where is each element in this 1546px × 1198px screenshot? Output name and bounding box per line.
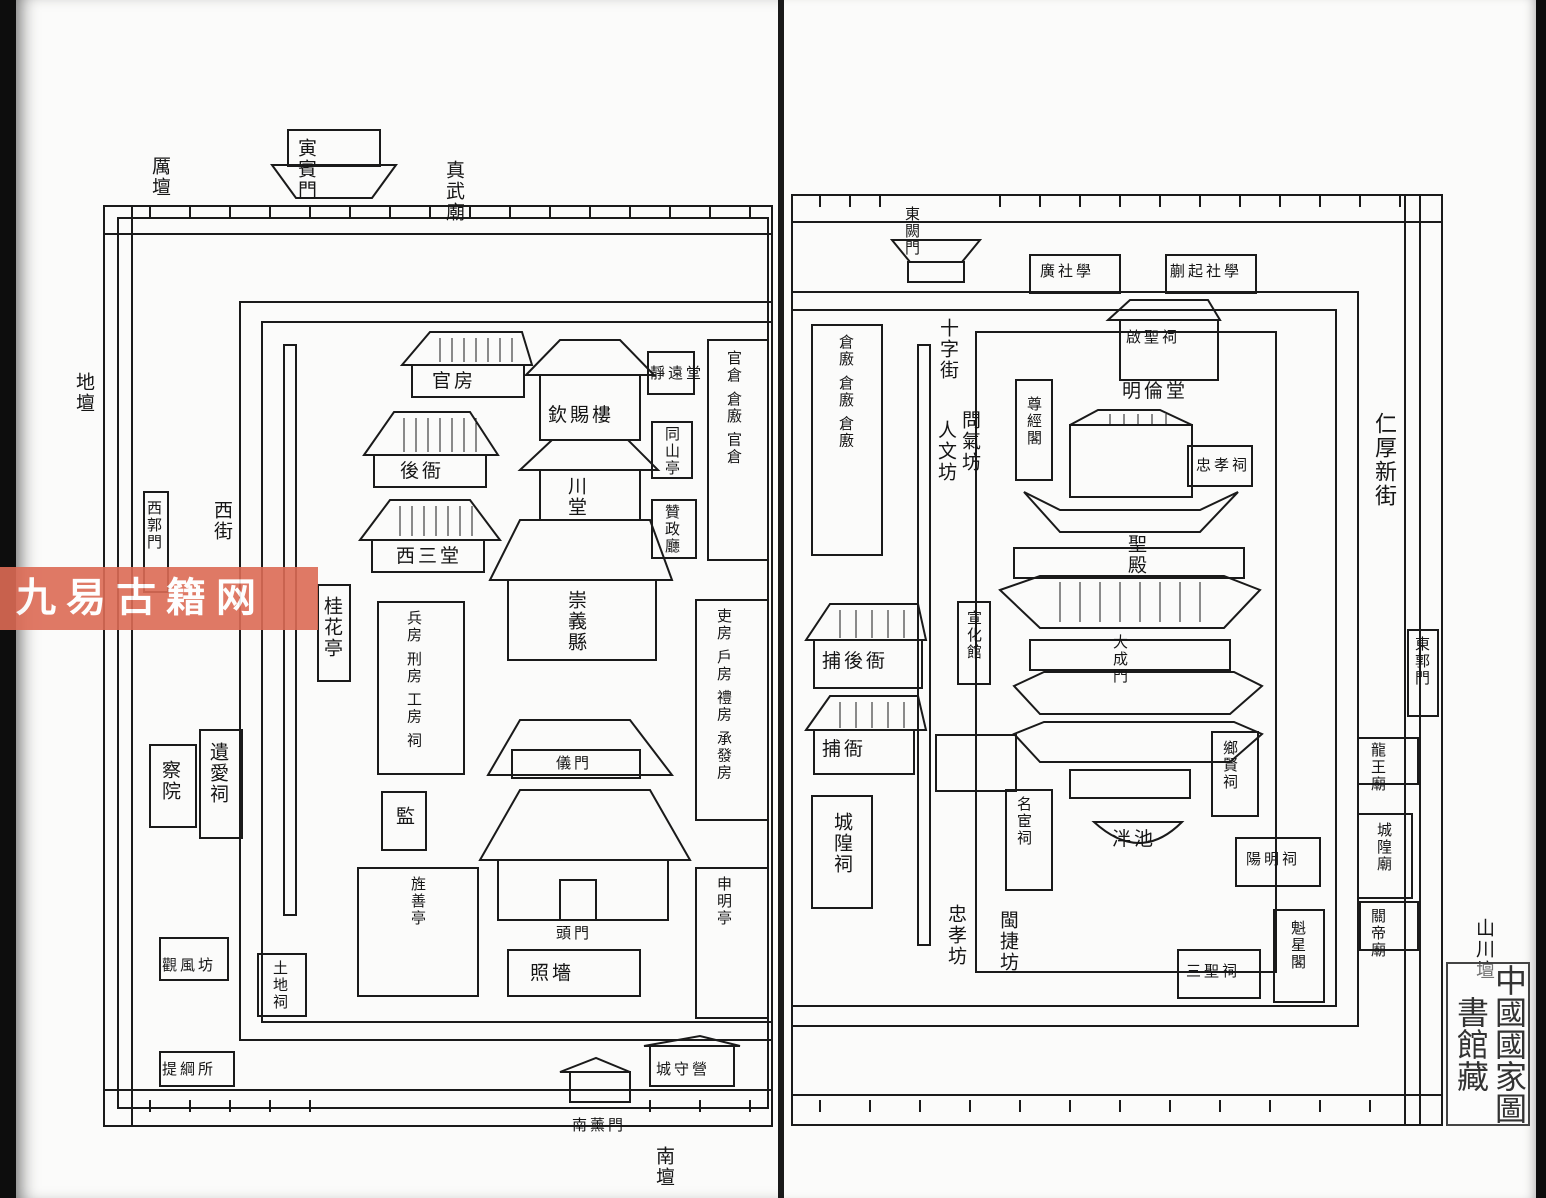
xiangxian-ci-label: 鄉賢祠 — [1221, 740, 1239, 791]
xisantang-label: 西三堂 — [396, 545, 463, 567]
south-gate-label: 南薰門 — [572, 1116, 627, 1134]
houya-roof — [362, 411, 500, 456]
buya-houya-label: 捕後衙 — [822, 650, 889, 672]
granary-row — [811, 324, 883, 556]
zhaoqiang-label: 照墻 — [530, 962, 575, 984]
sansheng-ci-label: 三聖祠 — [1186, 962, 1241, 980]
zunjing-ge-label: 尊經閣 — [1025, 396, 1043, 447]
right-offices-label: 兵房 刑房 工房 祠 — [405, 610, 423, 750]
renhou-jie-label: 仁厚新街 — [1371, 412, 1396, 508]
toumen-label: 頭門 — [556, 924, 593, 942]
guanfang-label: 官房 — [432, 370, 477, 392]
chengshou-ying-label: 城守營 — [656, 1060, 711, 1078]
qisheng-ci-label: 啟聖祠 — [1126, 328, 1181, 346]
north-gate-tower — [287, 129, 381, 167]
zhaoqiang — [507, 949, 641, 997]
minjie-fang-label: 閩捷坊 — [997, 910, 1019, 973]
county-name-label: 崇義縣 — [565, 590, 587, 653]
shanchuan-tan-label: 山川壇 — [1473, 918, 1495, 981]
library-seal: 中國國家圖書館藏 — [1446, 962, 1530, 1126]
guangshe-xue-label: 廣社學 — [1040, 262, 1095, 280]
temple-wall — [975, 331, 1277, 973]
toumen-wall — [497, 859, 669, 921]
granary-label: 倉廒 倉廒 倉廒 — [837, 334, 855, 450]
earth-altar-label: 地壇 — [73, 372, 95, 414]
zunjing-roof — [1069, 409, 1193, 426]
wenqi-fang-label: 問氣坊 — [959, 410, 981, 473]
right-offices — [377, 601, 465, 775]
stores-label: 官倉 倉廒 官倉 — [725, 350, 743, 466]
minglun-tang-label: 明倫堂 — [1122, 380, 1189, 402]
longwang-miao-label: 龍王廟 — [1369, 742, 1387, 793]
zhenwu-temple-label: 真武廟 — [443, 160, 465, 223]
west-gate-label: 西郭門 — [145, 500, 163, 551]
zanzheng-ting-label: 贊政廳 — [663, 504, 681, 555]
tiling-suo-label: 提綱所 — [162, 1060, 217, 1078]
kuixing-ge-label: 魁星閣 — [1289, 920, 1307, 971]
toumen-roof — [478, 789, 692, 861]
chayuan-label: 察院 — [159, 760, 181, 802]
jingyuan-tang-label: 靜遠堂 — [650, 364, 705, 382]
panchi — [1091, 821, 1185, 844]
guanfeng-fang-label: 觀風坊 — [162, 956, 217, 974]
yiai-shrine-label: 遺愛祠 — [207, 742, 229, 805]
shizi-jie-label: 十字街 — [937, 318, 959, 381]
mingshu-ci-label: 名宦祠 — [1015, 796, 1033, 847]
dacheng-dian-roof — [998, 575, 1262, 629]
dacheng-men-label: 大成門 — [1111, 634, 1129, 685]
yongqi-she-label: 蒯起社學 — [1170, 262, 1243, 280]
yimen-label: 儀門 — [556, 754, 593, 772]
yangming-ci-label: 陽明祠 — [1246, 850, 1301, 868]
east-gate-label: 東郭門 — [1413, 636, 1431, 687]
south-altar-label: 南壇 — [653, 1146, 675, 1188]
stores-row — [707, 339, 769, 561]
yimen-roof — [486, 719, 675, 776]
xisantang-roof — [358, 499, 502, 541]
left-offices — [695, 599, 769, 821]
chenghuang-ci-label: 城隍祠 — [831, 812, 853, 875]
guandi-miao-label: 關帝廟 — [1369, 908, 1387, 959]
guihua-pavilion-label: 桂花亭 — [321, 596, 343, 659]
xuanhua-guan-label: 宣化館 — [965, 610, 983, 661]
east-gate-north-label: 東闕門 — [903, 206, 921, 257]
north-altar-label: 厲壇 — [149, 156, 171, 198]
houya-label: 後衙 — [400, 460, 445, 482]
book-gutter — [778, 0, 784, 1198]
renwen-fang-label: 人文坊 — [935, 420, 957, 483]
jingjie-ting-label: 旌善亭 — [409, 876, 427, 927]
zhongxiao-fang-label: 忠孝坊 — [945, 904, 967, 967]
tudi-ci-label: 土地祠 — [271, 960, 289, 1011]
jail-label: 監 — [393, 806, 415, 827]
yamen-compound-wall — [239, 301, 773, 1041]
north-gate-label: 寅賓門 — [295, 138, 317, 201]
qinci-lou-roof — [523, 339, 657, 376]
buya-label: 捕衙 — [822, 738, 867, 760]
shenming-ting-label: 申明亭 — [715, 876, 733, 927]
chuantang-label: 川堂 — [565, 476, 587, 518]
zhongxiao-ci-label: 忠孝祠 — [1196, 456, 1251, 474]
left-offices-label: 吏房 戶房 禮房 承發房 — [715, 608, 733, 782]
chenghuang-miao-label: 城隍廟 — [1375, 822, 1393, 873]
watermark-banner: 九易古籍网 — [0, 567, 318, 630]
west-street-label: 西街 — [211, 500, 233, 542]
dacheng-dian-label: 聖殿 — [1125, 534, 1147, 576]
outer-wall-left — [103, 205, 773, 1127]
county-hall — [507, 579, 657, 661]
tongshan-ting-label: 同山亭 — [663, 426, 681, 477]
panchi-label: 泮池 — [1112, 828, 1157, 850]
qinci-lou-label: 欽賜樓 — [548, 404, 615, 426]
north-gate-roof — [270, 164, 398, 199]
